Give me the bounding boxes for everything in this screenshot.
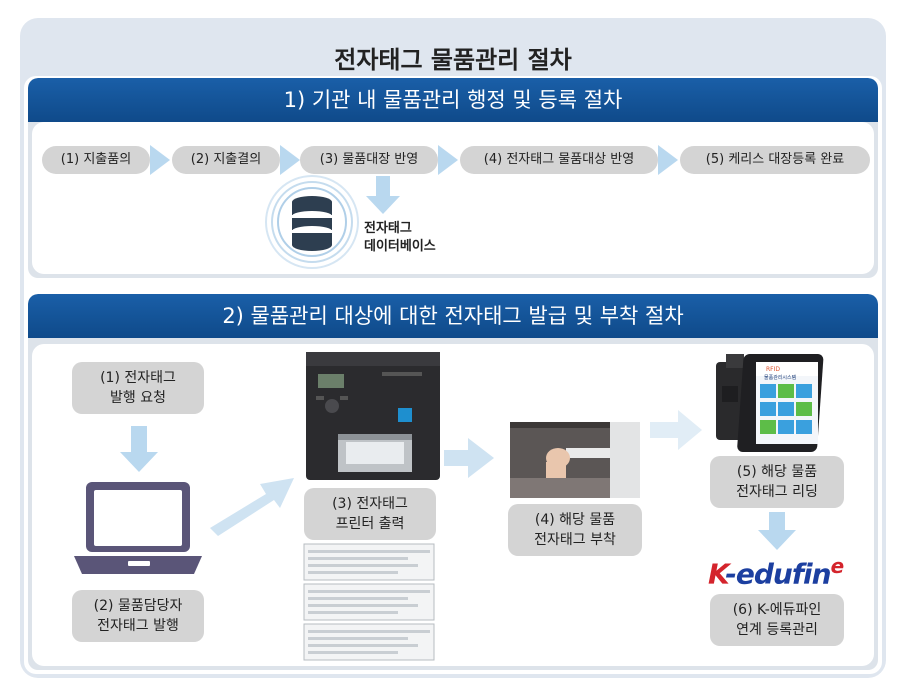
section-admin-procedure: 1) 기관 내 물품관리 행정 및 등록 절차 (1) 지출품의 (2) 지출결… xyxy=(28,78,878,278)
step-printer-output: (3) 전자태그 프린터 출력 xyxy=(304,488,436,540)
step-rfid-target-reflection: (4) 전자태그 물품대상 반영 xyxy=(460,146,658,174)
step-tag-attach: (4) 해당 물품 전자태그 부착 xyxy=(508,504,642,556)
outer-panel: 전자태그 물품관리 절차 1) 기관 내 물품관리 행정 및 등록 절차 (1)… xyxy=(20,18,886,678)
page-title: 전자태그 물품관리 절차 xyxy=(334,46,572,74)
arrow-right-icon xyxy=(438,145,458,175)
section2-heading: 2) 물품관리 대상에 대한 전자태그 발급 및 부착 절차 xyxy=(28,294,878,338)
arrow-diagonal-icon xyxy=(210,478,294,536)
section1-body: (1) 지출품의 (2) 지출결의 (3) 물품대장 반영 (4) 전자태그 물… xyxy=(32,122,874,274)
arrow-shaft xyxy=(650,422,678,438)
step-keris-registration: (5) 케리스 대장등록 완료 xyxy=(680,146,870,174)
step-ledger-reflection: (3) 물품대장 반영 xyxy=(300,146,438,174)
step-tag-reading: (5) 해당 물품 전자태그 리딩 xyxy=(710,456,844,508)
database-icon xyxy=(265,175,359,269)
laptop-icon xyxy=(74,482,202,574)
database-label: 전자태그 데이터베이스 xyxy=(364,221,436,254)
step-expenditure-proposal: (1) 지출품의 xyxy=(42,146,150,174)
arrow-down-icon xyxy=(120,426,158,472)
arrow-shaft xyxy=(444,450,468,466)
arrow-right-icon xyxy=(658,145,678,175)
rfid-printer-image xyxy=(306,352,440,480)
arrow-right-icon xyxy=(280,145,300,175)
printed-tag-labels-image xyxy=(303,543,435,661)
tablet-title: RFID xyxy=(766,366,780,373)
inner-panel: 1) 기관 내 물품관리 행정 및 등록 절차 (1) 지출품의 (2) 지출결… xyxy=(24,76,882,674)
section2-body: (1) 전자태그 발행 요청 (2) 물품담당자 전자태그 xyxy=(32,344,874,666)
rfid-tablet-image: RFID 물품관리시스템 xyxy=(716,354,824,452)
arrow-right-icon xyxy=(468,438,494,478)
arrow-down-icon xyxy=(366,176,400,214)
arrow-right-icon xyxy=(150,145,170,175)
step-k-edufine-link: (6) K-에듀파인 연계 등록관리 xyxy=(710,594,844,646)
step-manager-issue: (2) 물품담당자 전자태그 발행 xyxy=(72,590,204,642)
section1-heading: 1) 기관 내 물품관리 행정 및 등록 절차 xyxy=(28,78,878,122)
tablet-subtitle: 물품관리시스템 xyxy=(764,374,797,381)
arrow-down-icon xyxy=(758,512,796,550)
step-issue-request: (1) 전자태그 발행 요청 xyxy=(72,362,204,414)
arrow-right-icon xyxy=(678,410,702,450)
step-expenditure-resolution: (2) 지출결의 xyxy=(172,146,280,174)
k-edufine-logo: K-edufine xyxy=(708,554,844,591)
section-issuance-procedure: 2) 물품관리 대상에 대한 전자태그 발급 및 부착 절차 (1) 전자태그 … xyxy=(28,294,878,670)
tag-attach-photo xyxy=(510,422,640,498)
